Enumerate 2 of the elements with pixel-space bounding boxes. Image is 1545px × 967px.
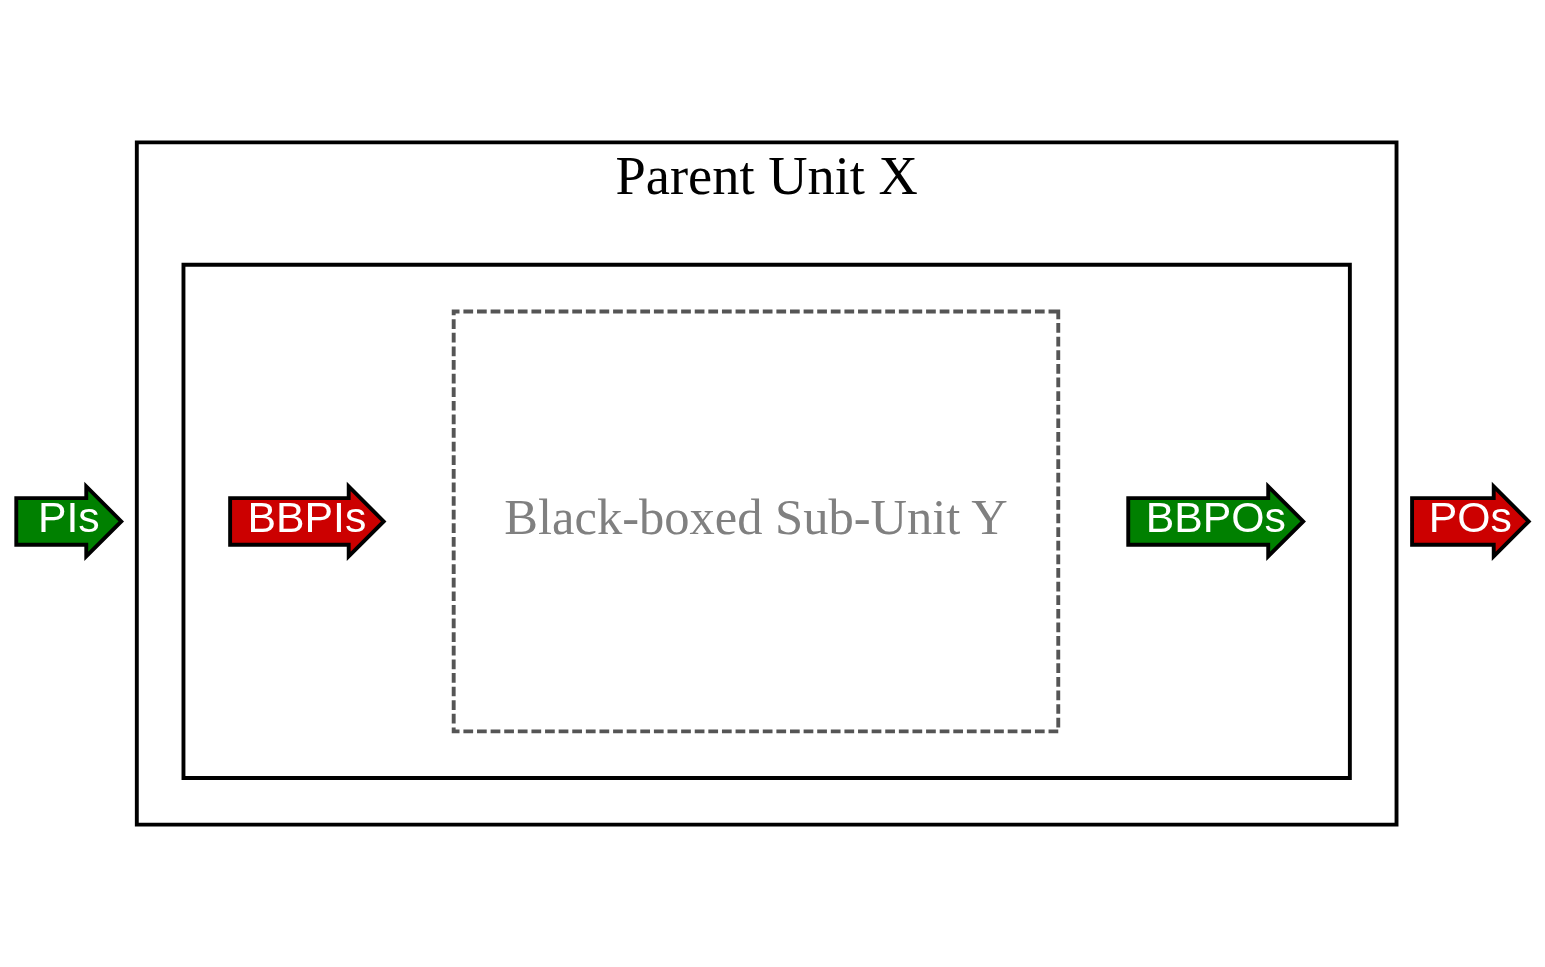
cluster (181, 262, 1352, 780)
node-box: Black-boxed Sub-Unit Y (451, 309, 1061, 734)
